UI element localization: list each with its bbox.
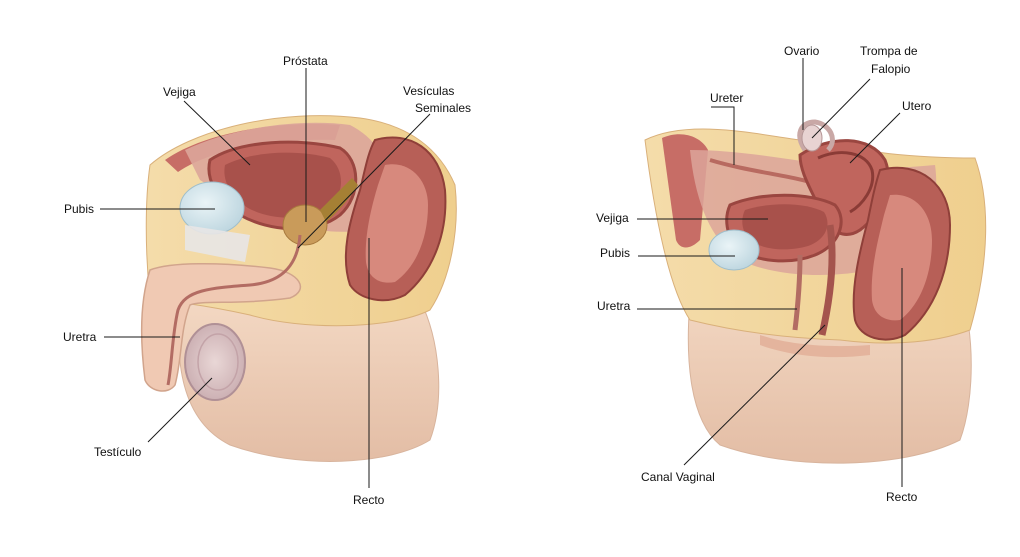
male-testis-inner — [197, 333, 239, 391]
leader-female-canal — [683, 324, 826, 466]
male-bladder-lumen — [224, 152, 342, 218]
female-bladder-lumen — [742, 204, 828, 250]
male-testis — [184, 323, 246, 401]
male-rectum-lumen — [365, 164, 428, 283]
female-uterus-cavity — [817, 151, 875, 214]
female-vagina — [818, 224, 836, 336]
female-urethra — [792, 254, 803, 331]
female-rectum-lumen — [871, 194, 932, 321]
female-fallopian-tube — [797, 119, 835, 152]
female-labels: Ovario Trompa de Falopio Ureter Utero Ve… — [596, 44, 932, 504]
leader-male-testiculo — [147, 377, 213, 443]
label-female-canal-vaginal: Canal Vaginal — [641, 470, 715, 484]
label-female-recto: Recto — [886, 490, 918, 504]
label-female-trompa-1: Trompa de — [860, 44, 918, 58]
male-leader-lines — [100, 68, 431, 488]
label-male-pubis: Pubis — [64, 202, 94, 216]
leader-female-utero — [849, 112, 901, 164]
label-female-ovario: Ovario — [784, 44, 820, 58]
leader-female-trompa — [811, 78, 871, 139]
female-pelvis-illustration — [644, 119, 987, 464]
label-female-trompa-2: Falopio — [871, 62, 911, 76]
male-pubic-ligament — [185, 225, 250, 262]
female-pubic-bone — [708, 229, 760, 271]
label-male-vejiga: Vejiga — [163, 85, 196, 99]
leader-male-vesiculas — [297, 113, 431, 249]
female-leader-lines — [637, 58, 903, 487]
male-lower-body — [178, 299, 440, 462]
male-labels: Próstata Vejiga Vesículas Seminales Pubi… — [63, 54, 471, 507]
label-male-prostata: Próstata — [283, 54, 328, 68]
male-seminal-vesicles — [320, 178, 358, 222]
male-urethra — [166, 234, 302, 386]
label-female-pubis: Pubis — [600, 246, 630, 260]
leader-female-ureter — [711, 106, 735, 165]
leader-male-vejiga — [183, 100, 251, 166]
female-perineum — [760, 335, 870, 358]
male-penis — [141, 263, 302, 392]
label-female-utero: Utero — [902, 99, 932, 113]
label-female-vejiga: Vejiga — [596, 211, 629, 225]
label-male-uretra: Uretra — [63, 330, 97, 344]
male-pelvis-illustration — [141, 115, 457, 462]
label-female-uretra: Uretra — [597, 299, 631, 313]
label-male-recto: Recto — [353, 493, 385, 507]
label-female-ureter: Ureter — [710, 91, 743, 105]
male-prostate — [282, 204, 328, 246]
label-male-vesiculas-1: Vesículas — [403, 84, 454, 98]
label-male-vesiculas-2: Seminales — [415, 101, 471, 115]
label-male-testiculo: Testículo — [94, 445, 142, 459]
